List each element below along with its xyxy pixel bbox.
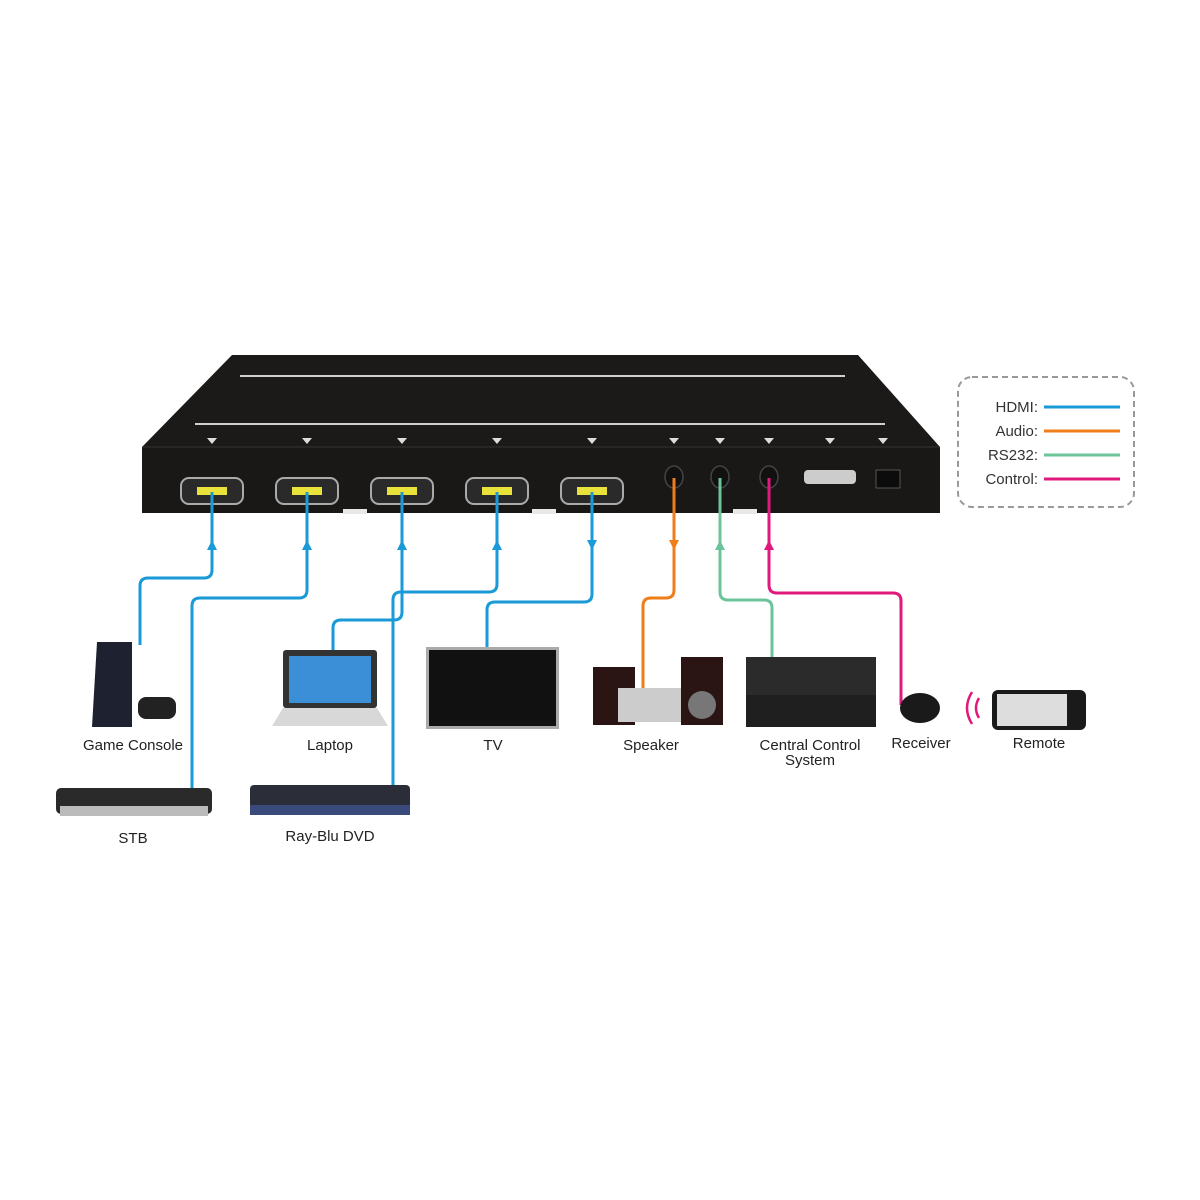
label-game-console: Game Console <box>83 737 183 754</box>
legend-control: Control: <box>985 471 1038 488</box>
label-receiver: Receiver <box>891 735 950 752</box>
matrix-switcher-device <box>142 355 940 514</box>
control-cable <box>767 478 903 705</box>
label-central-control: Central Control <box>760 737 861 754</box>
legend-rs232: RS232: <box>988 447 1038 464</box>
audio-cable <box>641 478 676 690</box>
label-remote: Remote <box>1013 735 1066 752</box>
legend-hdmi: HDMI: <box>996 399 1039 416</box>
stb-icon <box>56 788 212 816</box>
bluray-player-icon <box>250 785 410 815</box>
wireless-signal-icon <box>965 691 981 725</box>
game-console-icon <box>92 642 176 727</box>
central-control-system-icon <box>746 657 876 727</box>
speaker-icon <box>593 657 723 725</box>
label-speaker: Speaker <box>623 737 679 754</box>
signal-arrows <box>207 540 774 550</box>
label-bluray: Ray-Blu DVD <box>285 828 374 845</box>
laptop-icon <box>272 650 388 726</box>
legend: HDMI: Audio: RS232: Control: <box>957 376 1135 508</box>
label-central-control-line2: System <box>785 752 835 769</box>
hdmi-ports <box>180 477 624 505</box>
legend-audio: Audio: <box>995 423 1038 440</box>
label-laptop: Laptop <box>307 737 353 754</box>
receiver-icon <box>900 693 940 723</box>
label-tv: TV <box>483 737 502 754</box>
hdmi-cables <box>138 492 594 788</box>
rs232-cable <box>718 478 774 660</box>
remote-icon <box>992 690 1086 730</box>
tv-icon <box>426 647 559 729</box>
label-stb: STB <box>118 830 147 847</box>
